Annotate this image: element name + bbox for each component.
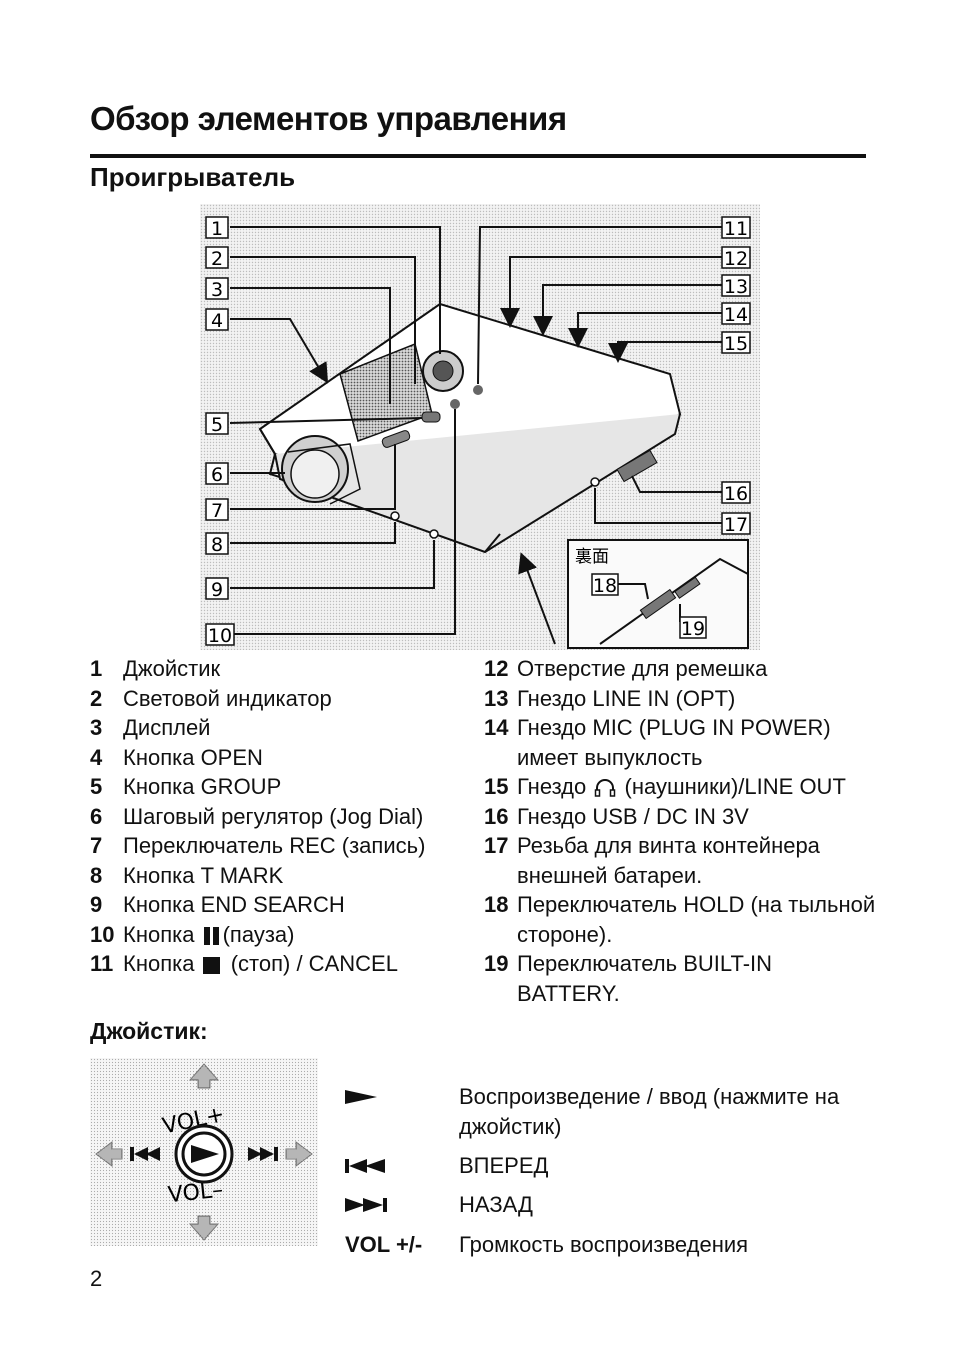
svg-text:10: 10 [208, 625, 232, 647]
pause-icon [203, 926, 220, 945]
left-arrow-icon [95, 1141, 123, 1167]
callout-5: 5 [205, 412, 229, 436]
callout-12: 12 [721, 246, 751, 270]
callout-9: 9 [205, 577, 229, 601]
svg-text:15: 15 [724, 333, 748, 355]
callout-17: 17 [721, 512, 751, 536]
svg-text:9: 9 [211, 579, 223, 601]
callout-3: 3 [205, 277, 229, 301]
svg-text:8: 8 [211, 534, 223, 556]
next-track-icon [345, 1198, 387, 1212]
title-rule [90, 154, 866, 158]
svg-text:18: 18 [593, 575, 617, 597]
play-icon [345, 1090, 377, 1104]
inset-label: 裏面 [575, 546, 609, 567]
vol-label: VOL +/- [345, 1232, 423, 1257]
joystick-function-row: НАЗАД [345, 1190, 859, 1220]
svg-text:6: 6 [211, 464, 223, 486]
callout-14: 14 [721, 302, 751, 326]
svg-text:5: 5 [211, 414, 223, 436]
play-icon [191, 1145, 219, 1163]
stop-icon [202, 956, 220, 974]
vol-minus-label: VOL– [167, 1178, 225, 1209]
callout-7: 7 [205, 498, 229, 522]
callout-10: 10 [205, 623, 235, 647]
section-title: Проигрыватель [90, 162, 296, 192]
previous-track-icon [130, 1147, 160, 1161]
svg-text:17: 17 [724, 514, 748, 536]
callout-11: 11 [721, 216, 751, 240]
svg-text:13: 13 [724, 276, 748, 298]
next-track-icon [248, 1147, 278, 1161]
svg-text:19: 19 [681, 618, 705, 640]
headphones-icon [595, 779, 616, 797]
joystick-diagram: VOL+ VOL– [90, 1058, 318, 1246]
player-diagram: 裏面 1 2 3 4 5 6 7 8 9 10 11 12 [200, 204, 760, 650]
svg-text:12: 12 [724, 248, 748, 270]
right-arrow-icon [285, 1141, 313, 1167]
callout-6: 6 [205, 462, 229, 486]
callout-13: 13 [721, 274, 751, 298]
callout-8: 8 [205, 532, 229, 556]
callout-15: 15 [721, 331, 751, 355]
svg-text:11: 11 [724, 218, 748, 240]
joystick-function-row: VOL +/- Громкость воспроизведения [345, 1230, 859, 1260]
previous-track-icon [345, 1159, 385, 1173]
down-arrow-icon [188, 1215, 220, 1241]
svg-text:3: 3 [211, 279, 223, 301]
joystick-function-row: ВПЕРЕД [345, 1151, 859, 1181]
joystick-heading: Джойстик: [90, 1018, 208, 1044]
svg-text:14: 14 [724, 304, 748, 326]
callout-19: 19 [679, 616, 707, 640]
svg-text:2: 2 [211, 248, 223, 270]
callout-18: 18 [591, 573, 619, 597]
page-number: 2 [90, 1266, 103, 1291]
callout-16: 16 [721, 481, 751, 505]
svg-text:16: 16 [724, 483, 748, 505]
svg-text:4: 4 [211, 310, 223, 332]
callout-4: 4 [205, 308, 229, 332]
callout-2: 2 [205, 246, 229, 270]
callout-1: 1 [205, 216, 229, 240]
page-title: Обзор элементов управления [90, 100, 567, 137]
svg-text:1: 1 [211, 218, 223, 240]
svg-text:7: 7 [211, 500, 223, 522]
up-arrow-icon [188, 1063, 220, 1089]
